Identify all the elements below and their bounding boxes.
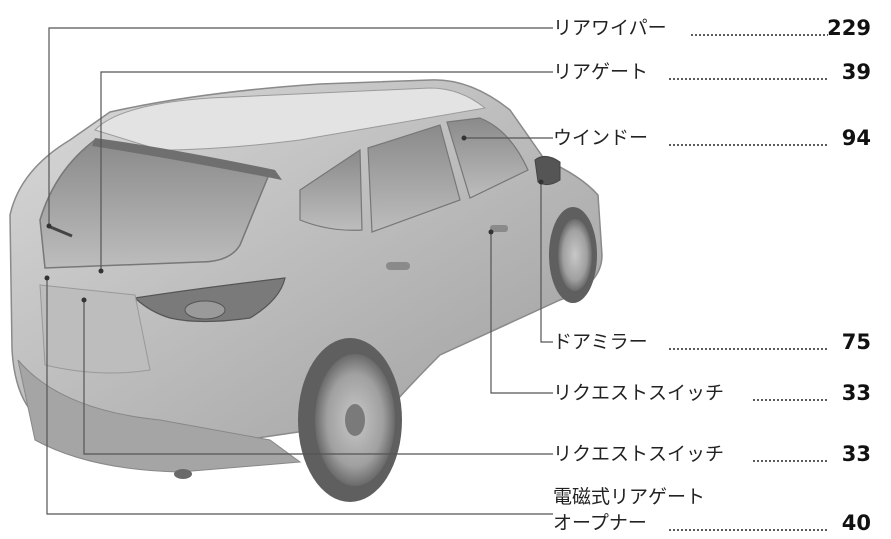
page-number: 39	[841, 60, 871, 84]
callout-rear-wiper[interactable]: リアワイパー 229	[0, 17, 891, 47]
callout-door-mirror[interactable]: ドアミラー 75	[0, 331, 891, 361]
callout-rear-gate[interactable]: リアゲート 39	[0, 61, 891, 91]
page-number: 33	[841, 442, 871, 466]
callout-label: ウインドー	[553, 127, 649, 149]
callout-electric-rear-gate-opener[interactable]: 電磁式リアゲート オープナー 40	[0, 486, 891, 534]
side-window-mid	[367, 124, 461, 233]
license-plate-area	[39, 284, 151, 374]
leader-dots	[668, 529, 828, 531]
side-mirror	[534, 156, 561, 186]
callout-label: リアワイパー	[553, 17, 667, 39]
callout-label: ドアミラー	[553, 331, 648, 353]
callout-label: リアゲート	[553, 61, 649, 83]
leader-dots	[668, 348, 828, 350]
leader-dots	[752, 399, 828, 401]
door-handle-front	[490, 225, 508, 232]
callout-label: リクエストスイッチ	[553, 443, 725, 465]
page-number: 40	[841, 511, 871, 535]
callout-request-switch-rear[interactable]: リクエストスイッチ 33	[0, 443, 891, 473]
car-roof	[94, 87, 487, 151]
callout-label-line2: オープナー	[553, 512, 647, 534]
door-handle-rear	[386, 262, 410, 270]
callout-window[interactable]: ウインドー 94	[0, 127, 891, 157]
side-window-rear	[299, 148, 363, 231]
page-number: 33	[841, 381, 871, 405]
page-number: 75	[841, 330, 871, 354]
leader-dots	[690, 34, 828, 36]
callout-label-line1: 電磁式リアゲート	[553, 486, 706, 508]
rear-wiper	[47, 224, 73, 238]
leader-dots	[668, 78, 828, 80]
rear-spoiler	[92, 138, 282, 180]
callout-label: リクエストスイッチ	[553, 382, 725, 404]
page-number: 229	[827, 16, 871, 40]
tail-lamp	[133, 277, 286, 323]
leader-dots	[752, 460, 828, 462]
leader-dots	[668, 144, 828, 146]
callout-request-switch-side[interactable]: リクエストスイッチ 33	[0, 382, 891, 412]
page-number: 94	[841, 126, 871, 150]
rear-bumper	[17, 359, 302, 473]
